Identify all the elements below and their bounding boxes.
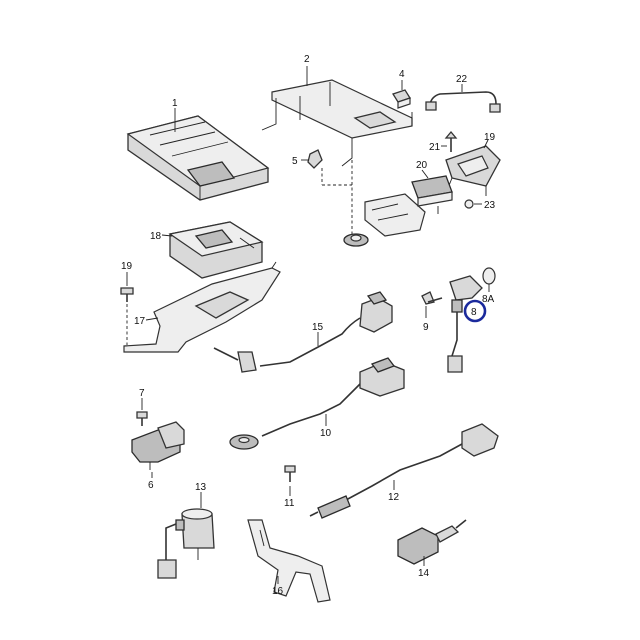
part-5-grommet[interactable] <box>307 149 323 169</box>
part-22-handle[interactable] <box>425 91 501 113</box>
part-14-switch[interactable] <box>397 519 467 565</box>
part-15-sensor-cable[interactable] <box>213 291 393 373</box>
label-2: 2 <box>304 54 310 65</box>
label-19-right: 19 <box>484 132 496 143</box>
part-12-oxygen-sensor[interactable] <box>309 423 499 519</box>
leader-19a <box>483 139 489 149</box>
part-19-bolt[interactable] <box>120 287 134 302</box>
label-10: 10 <box>320 428 332 439</box>
part-23-nut[interactable] <box>464 199 474 209</box>
part-4-clip[interactable] <box>392 89 411 109</box>
part-8a-o-ring[interactable] <box>482 267 496 285</box>
label-22: 22 <box>456 74 468 85</box>
part-13-canister[interactable] <box>157 508 215 579</box>
label-13: 13 <box>195 482 207 493</box>
label-16: 16 <box>272 586 284 597</box>
label-9: 9 <box>423 322 429 333</box>
part-19-relay-bracket[interactable] <box>445 145 501 196</box>
label-7: 7 <box>139 388 145 399</box>
label-8: 8 <box>471 307 477 318</box>
label-18: 18 <box>150 231 162 242</box>
part-17-mounting-frame[interactable] <box>123 261 281 353</box>
part-10-knock-sensor-cable[interactable] <box>229 357 405 450</box>
part-11-bolt[interactable] <box>284 465 296 482</box>
label-5: 5 <box>292 156 298 167</box>
label-8a: 8A <box>482 294 495 305</box>
label-20: 20 <box>416 160 428 171</box>
part-9-bolt[interactable] <box>421 291 443 305</box>
label-17: 17 <box>134 316 146 327</box>
part-2-bracket[interactable] <box>261 79 413 167</box>
label-4: 4 <box>399 69 405 80</box>
leader-17 <box>145 317 159 321</box>
part-20-relay[interactable] <box>411 175 453 214</box>
part-1-control-unit[interactable] <box>126 115 270 201</box>
label-6: 6 <box>148 480 154 491</box>
label-15: 15 <box>312 322 324 333</box>
part-16-bracket[interactable] <box>247 519 331 603</box>
leader-20 <box>421 169 429 179</box>
label-23: 23 <box>484 200 496 211</box>
part-18-control-module[interactable] <box>168 221 264 279</box>
part-6-pressure-sensor[interactable] <box>131 421 185 470</box>
leader-18 <box>161 234 173 237</box>
label-11: 11 <box>284 498 295 509</box>
label-12: 12 <box>388 492 400 503</box>
label-1: 1 <box>172 98 178 109</box>
label-19-left: 19 <box>121 261 133 272</box>
label-21: 21 <box>429 142 441 153</box>
assembly-lines-center <box>321 160 353 235</box>
part-21-screw[interactable] <box>444 130 458 152</box>
part-mount-plate[interactable] <box>343 193 426 247</box>
part-8-sensor[interactable] <box>447 275 483 373</box>
label-14: 14 <box>418 568 430 579</box>
highlight-ring <box>463 299 487 323</box>
part-7-bolt[interactable] <box>136 411 148 426</box>
